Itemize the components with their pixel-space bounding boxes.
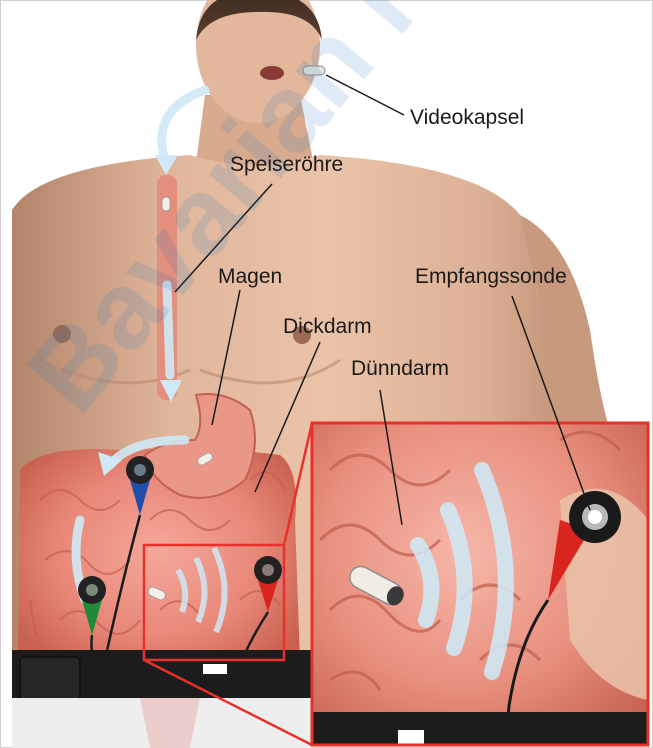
label-dickdarm: Dickdarm (283, 316, 372, 337)
label-duenndarm: Dünndarm (351, 358, 449, 379)
label-magen: Magen (218, 266, 282, 287)
label-empfangssonde: Empfangssonde (415, 266, 567, 287)
label-videokapsel: Videokapsel (410, 107, 524, 128)
label-speiseroehre: Speiseröhre (230, 154, 343, 175)
inset-view (312, 423, 648, 745)
belt-label (203, 664, 227, 674)
